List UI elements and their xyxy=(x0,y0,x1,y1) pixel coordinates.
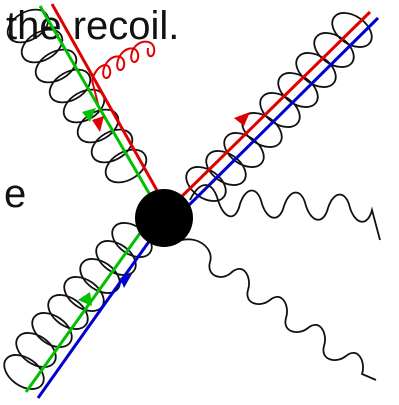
quark-line-right-diagonal xyxy=(170,10,380,214)
green-arrowhead-lower xyxy=(78,292,92,306)
caption-text: the recoil. xyxy=(6,4,180,48)
green-arrowhead xyxy=(82,108,96,122)
quark-line-lower-left xyxy=(24,221,162,399)
photon-upper xyxy=(189,184,381,241)
photon-lower xyxy=(181,238,377,381)
quark-line-left-diagonal xyxy=(38,3,170,213)
red-gluon-loops xyxy=(91,40,156,113)
photon-lines xyxy=(181,184,381,381)
blue-arrowhead-lower xyxy=(120,274,132,288)
interaction-vertex xyxy=(135,189,193,247)
red-arrowhead xyxy=(92,116,104,132)
side-label: e xyxy=(4,172,27,216)
red-arrowhead-right xyxy=(234,112,250,126)
gluon-coil-lower-left xyxy=(3,222,153,390)
